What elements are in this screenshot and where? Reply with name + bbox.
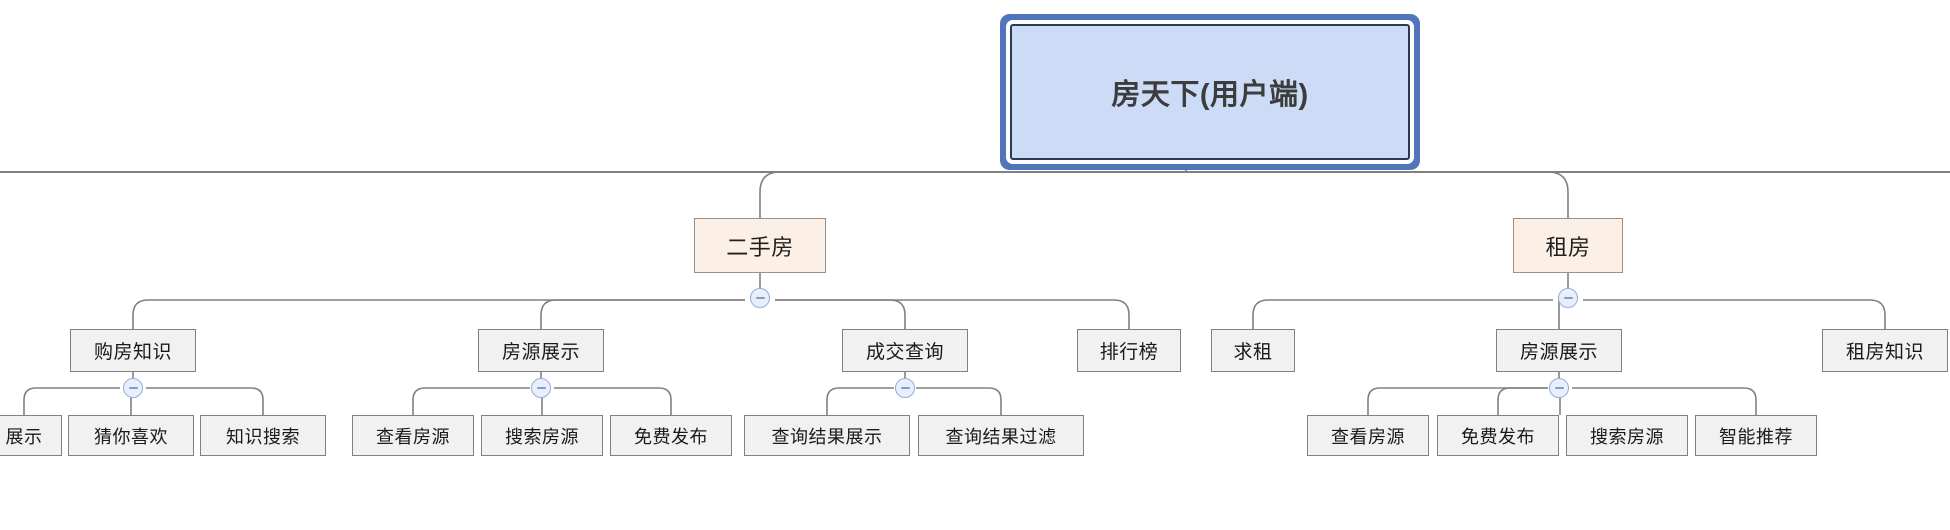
leaf-node-chakanfangyuan-esf[interactable]: 查看房源 — [352, 415, 474, 456]
leaf-label: 猜你喜欢 — [94, 426, 168, 447]
group-label: 求租 — [1233, 342, 1273, 363]
group-node-chengjiaochaxun[interactable]: 成交查询 — [842, 329, 968, 372]
edge-esf-goufangzhishi — [132, 299, 745, 372]
edge-cjcx-guolv — [916, 387, 1002, 415]
leaf-node-cainixihuan[interactable]: 猜你喜欢 — [68, 415, 194, 456]
leaf-node-zhinengtuijian[interactable]: 智能推荐 — [1695, 415, 1817, 456]
collapse-minus-icon — [1563, 297, 1573, 299]
group-node-fangyuanzhanshi-esf[interactable]: 房源展示 — [478, 329, 604, 372]
leaf-label: 免费发布 — [1461, 426, 1535, 447]
category-label: 租房 — [1545, 234, 1591, 260]
leaf-label: 查询结果展示 — [771, 426, 883, 447]
leaf-node-sousuofangyuan-esf[interactable]: 搜索房源 — [481, 415, 603, 456]
leaf-label: 搜索房源 — [505, 426, 579, 447]
group-label: 成交查询 — [865, 342, 944, 363]
edge-zf-zhineng — [1572, 387, 1757, 415]
leaf-label: 智能推荐 — [1719, 426, 1793, 447]
category-node-zufang[interactable]: 租房 — [1513, 218, 1623, 273]
leaf-label: 知识搜索 — [226, 426, 300, 447]
group-node-paihangbang[interactable]: 排行榜 — [1077, 329, 1181, 372]
leaf-label: 查看房源 — [1331, 426, 1405, 447]
group-node-fangyuanzhanshi-zf[interactable]: 房源展示 — [1496, 329, 1622, 372]
leaf-node-zhishisousuo[interactable]: 知识搜索 — [200, 415, 326, 456]
leaf-node-chaxunjieguozhanshi[interactable]: 查询结果展示 — [744, 415, 910, 456]
group-label: 购房知识 — [93, 342, 172, 363]
leaf-node-sousuofangyuan-zf[interactable]: 搜索房源 — [1566, 415, 1688, 456]
group-label: 房源展示 — [501, 342, 580, 363]
leaf-node-chaxunjieguoguolv[interactable]: 查询结果过滤 — [918, 415, 1084, 456]
collapse-toggle-fangyuanzhanshi-zf[interactable] — [1549, 378, 1569, 398]
group-node-zufangzhishi[interactable]: 租房知识 — [1822, 329, 1948, 372]
leaf-label: 免费发布 — [634, 426, 708, 447]
edge-zf-chakan — [1367, 387, 1548, 415]
collapse-toggle-ershoufang[interactable] — [750, 288, 770, 308]
leaf-label: 查看房源 — [376, 426, 450, 447]
edge-fyzs-chakan — [412, 387, 530, 415]
collapse-minus-icon — [1554, 387, 1564, 389]
group-label: 排行榜 — [1099, 342, 1159, 363]
category-label: 二手房 — [726, 234, 794, 260]
group-node-qiuzu[interactable]: 求租 — [1211, 329, 1295, 372]
leaf-label: 搜索房源 — [1590, 426, 1664, 447]
leaf-node-mianfeifabu-esf[interactable]: 免费发布 — [610, 415, 732, 456]
collapse-minus-icon — [536, 387, 546, 389]
group-label: 房源展示 — [1519, 342, 1598, 363]
edge-fyzs-mianfei — [554, 387, 672, 415]
collapse-toggle-chengjiaochaxun[interactable] — [895, 378, 915, 398]
edge-cjcx-zhanshi — [826, 387, 894, 415]
root-node[interactable]: 房天下(用户端) — [1010, 24, 1410, 160]
edge-zf-mianfei — [1497, 387, 1548, 415]
collapse-minus-icon — [900, 387, 910, 389]
category-node-ershoufang[interactable]: 二手房 — [694, 218, 826, 273]
collapse-minus-icon — [755, 297, 765, 299]
edge-gf-zhanshi — [23, 387, 120, 415]
edge-gf-zhishisousuo — [146, 387, 264, 415]
root-node-label: 房天下(用户端) — [1111, 79, 1309, 111]
leaf-node-zhanshi[interactable]: 展示 — [0, 415, 62, 456]
collapse-toggle-goufangzhishi[interactable] — [123, 378, 143, 398]
group-label: 租房知识 — [1845, 342, 1924, 363]
collapse-toggle-fangyuanzhanshi-esf[interactable] — [531, 378, 551, 398]
leaf-label: 展示 — [5, 426, 43, 447]
collapse-minus-icon — [128, 387, 138, 389]
collapse-toggle-zufang[interactable] — [1558, 288, 1578, 308]
leaf-node-mianfeifabu-zf[interactable]: 免费发布 — [1437, 415, 1559, 456]
leaf-label: 查询结果过滤 — [945, 426, 1057, 447]
group-node-goufangzhishi[interactable]: 购房知识 — [70, 329, 196, 372]
leaf-node-chakanfangyuan-zf[interactable]: 查看房源 — [1307, 415, 1429, 456]
